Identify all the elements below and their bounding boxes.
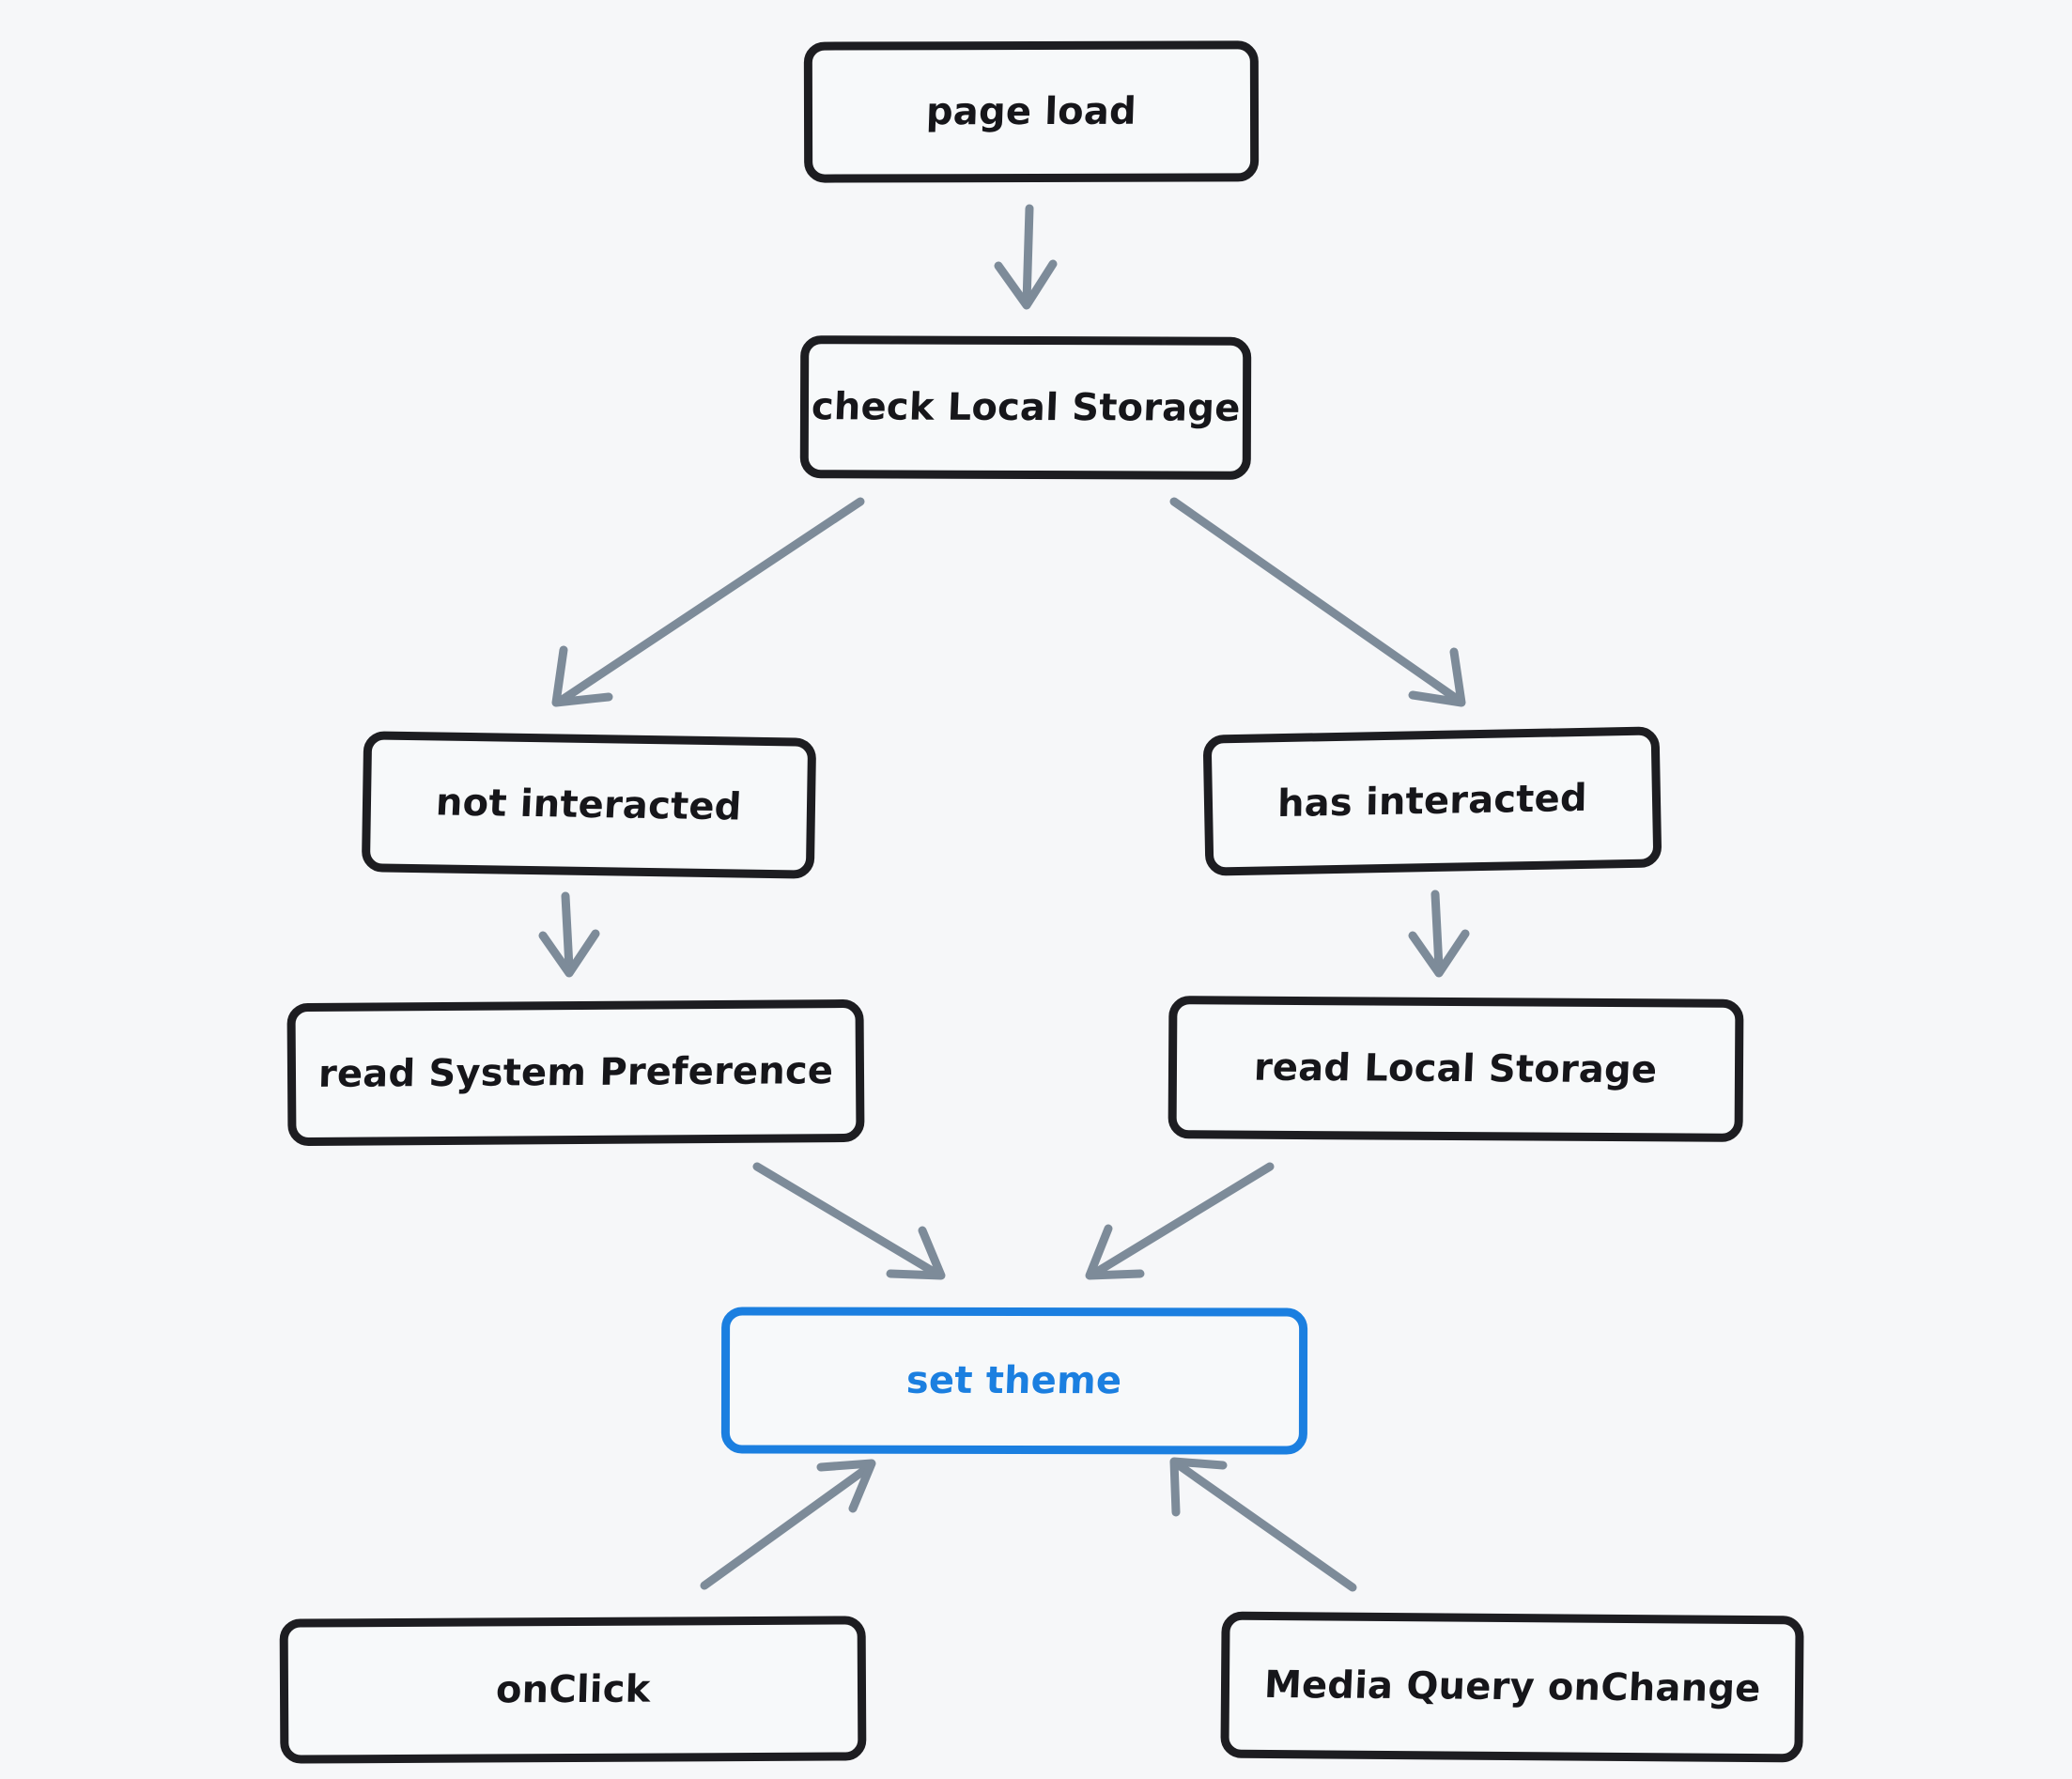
node-not-interacted[interactable]: not interacted (361, 731, 817, 879)
edge-has-interacted-to-read-local-storage (1408, 890, 1470, 978)
node-check-local-storage[interactable]: check Local Storage (799, 335, 1252, 480)
node-label: not interacted (435, 781, 743, 829)
node-page-load[interactable]: page load (803, 40, 1260, 183)
node-media-query-onchange[interactable]: Media Query onChange (1220, 1611, 1804, 1763)
edge-check-local-storage-to-has-interacted (1169, 497, 1466, 707)
edge-onclick-to-set-theme (700, 1459, 876, 1590)
node-read-system-preference[interactable]: read System Preference (286, 998, 865, 1147)
node-read-local-storage[interactable]: read Local Storage (1167, 996, 1744, 1142)
edge-read-system-preference-to-set-theme (752, 1162, 946, 1280)
edge-media-query-onchange-to-set-theme (1169, 1457, 1357, 1592)
node-has-interacted[interactable]: has interacted (1202, 726, 1662, 876)
node-onclick[interactable]: onClick (279, 1616, 867, 1764)
node-set-theme[interactable]: set theme (720, 1307, 1308, 1455)
node-label: set theme (905, 1358, 1123, 1403)
edge-check-local-storage-to-not-interacted (551, 497, 865, 707)
node-label: read System Preference (317, 1049, 834, 1096)
node-label: onClick (495, 1667, 651, 1712)
edge-page-load-to-check-local-storage (994, 204, 1058, 310)
node-label: read Local Storage (1253, 1045, 1659, 1092)
edge-not-interacted-to-read-system-preference (538, 891, 600, 978)
node-label: has interacted (1276, 776, 1588, 827)
node-label: page load (925, 89, 1137, 134)
node-label: Media Query onChange (1262, 1663, 1762, 1711)
edge-read-local-storage-to-set-theme (1085, 1162, 1275, 1280)
node-label: check Local Storage (810, 385, 1242, 430)
